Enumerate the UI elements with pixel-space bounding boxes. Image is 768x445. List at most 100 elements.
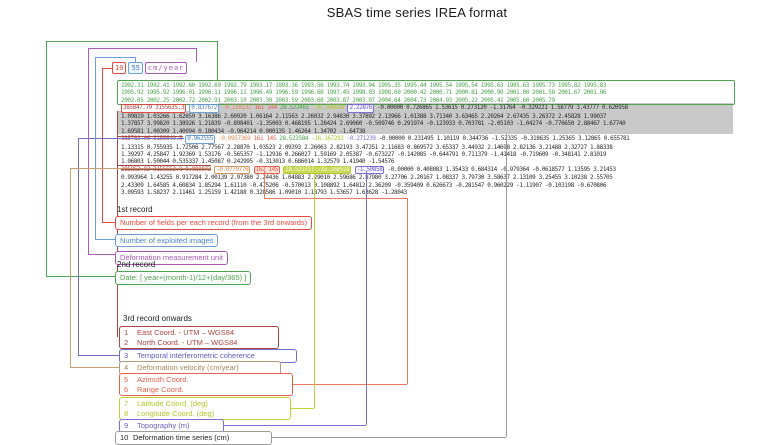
data-field: 2.43309 1.64585 4.60834 1.85294 1.61110 … [121,181,607,189]
connector-coherence [78,355,119,356]
connector-azimuth-range [264,198,407,199]
connector-coherence [78,138,79,355]
data-row: 1.69581 1.00309 1.40094 0.180434 -0.9642… [121,128,629,135]
data-field: 1.69581 1.00309 1.40094 0.180434 -0.9642… [121,127,366,135]
data-field: -0.271239 [346,135,376,143]
data-field: 385852.02 3155552.0 0.080073 [121,165,211,173]
connector-azimuth-range [407,198,408,384]
data-field: 161 144 [254,104,281,112]
connector-field-count [102,68,112,69]
data-row: 385847.79 3155635.3 0.837672 -0.110132 1… [121,104,629,113]
connector-topography [216,425,366,426]
data-field: 0.962555 [185,135,215,144]
connector-east-north [117,136,183,137]
connector-lat-long [283,408,314,409]
data-field: 0.993964 1.43255 0.917284 2.00139 2.9738… [121,174,613,182]
data-field: -0.110132 [218,104,255,112]
data-field: -0.0770776 [214,165,251,175]
data-row: 385783.06 3155649.5 0.962555 -0.0957369 … [121,135,630,144]
connector-velocity [70,367,119,368]
data-field: -16.167292 [311,135,347,143]
data-row: 1.13315 0.755935 1.72506 2.77567 2.28870… [121,144,629,151]
data-field: 1.37857 3.99820 1.38926 1.21839 -0.89840… [121,120,626,128]
data-field: 2002.05 2002.25 2002.72 2002.91 2003.10 … [121,96,555,104]
data-row: 1.39297 4.25847 1.92369 1.53176 -0.56535… [121,151,629,158]
connector-dates [46,41,217,42]
connector-image-count [95,57,135,58]
data-field: 0.837672 [189,104,219,113]
connector-time-series [264,437,506,438]
legend-date-formula: Date: [ year+(month-1)/12+(day/365) ] [115,271,252,285]
connector-unit [88,254,115,255]
connector-image-count [95,239,115,240]
connector-azimuth-range [285,384,407,385]
connector-east-north [117,165,211,166]
data-row: 2002.05 2002.25 2002.72 2002.91 2003.10 … [121,97,629,104]
data-row: 1995.92 1995.92 1996.01 1996.11 1996.11 … [121,89,629,96]
data-row: 1992.31 1992.41 1992.60 1992.69 1992.79 … [121,82,629,89]
legend-rec3-heading: 3rd record onwards [123,314,192,323]
connector-dates [46,276,115,277]
data-row: 2.43309 1.64585 4.60834 1.85294 1.61110 … [121,182,629,189]
data-field: 385847.79 3155635.3 [121,104,187,113]
field-count-value: 10 [112,62,127,74]
data-text-block: 1992.31 1992.41 1992.60 1992.69 1992.79 … [121,82,630,197]
page-title: SBAS time series IREA format [326,5,508,20]
data-field: -0.0957369 [214,135,254,143]
connector-unit [88,48,196,49]
connector-azimuth-range [264,171,265,198]
data-field: 1.39297 4.25847 1.92369 1.53176 -0.56535… [121,151,607,159]
data-row: 385852.02 3155552.0 0.080073 -0.0770776 … [121,165,629,175]
data-field: 162 145 [253,165,281,175]
date-rows-outline [117,80,735,105]
legend-item: Number of exploited images [115,233,219,247]
data-field: 2.22876 [347,104,374,113]
connector-unit [196,48,197,62]
legend-item: Number of fields per each record (from t… [115,216,313,230]
time-series-highlight-band-rows [117,111,733,134]
data-field: 1992.31 1992.41 1992.60 1992.69 1992.79 … [121,82,607,89]
connector-field-count [102,222,115,223]
data-field: 1995.92 1995.92 1996.01 1996.11 1996.11 … [121,89,607,97]
legend-item: Deformation measurement unit [115,251,228,265]
data-field: -0.00000 0.231495 1.10119 0.344736 -1.52… [375,135,630,143]
connector-velocity [70,168,71,367]
connector-lat-long [314,171,315,408]
connector-image-count [135,57,136,63]
data-field: -16.166629 [312,104,348,112]
data-field: 28.522461 [280,104,313,112]
data-row: 1.06803 1.50044 0.535337 1.45087 0.24299… [121,158,629,165]
connector-unit [88,48,89,254]
connector-coherence [78,138,184,139]
time-series-highlight-band-row1 [218,103,733,111]
legend-rec1-heading: 1st record [117,205,153,214]
data-field: 1.06803 1.50044 0.535337 1.45087 0.24299… [121,158,395,166]
connector-velocity [70,168,211,169]
connector-topography [366,171,367,425]
image-count-value: 55 [128,62,143,74]
connector-dates [217,41,218,80]
data-field: 161 145 [253,135,280,143]
data-field: 3.09593 1.58237 2.11461 1.25159 1.42188 … [121,189,407,197]
connector-field-count [102,68,103,222]
data-field: 1.09819 1.03266 1.62859 3.16386 2.60920 … [121,112,607,120]
data-row: 1.09819 1.03266 1.62859 3.16386 2.60920 … [121,113,629,120]
unit-value: cm/year [144,62,188,74]
data-row: 3.09593 1.58237 2.11461 1.25159 1.42188 … [121,189,629,196]
connector-dates [46,41,47,276]
data-row: 0.993964 1.43255 0.917284 2.00139 2.9738… [121,174,629,181]
data-field: 1.13315 0.755935 1.72506 2.77567 2.28870… [121,143,613,151]
